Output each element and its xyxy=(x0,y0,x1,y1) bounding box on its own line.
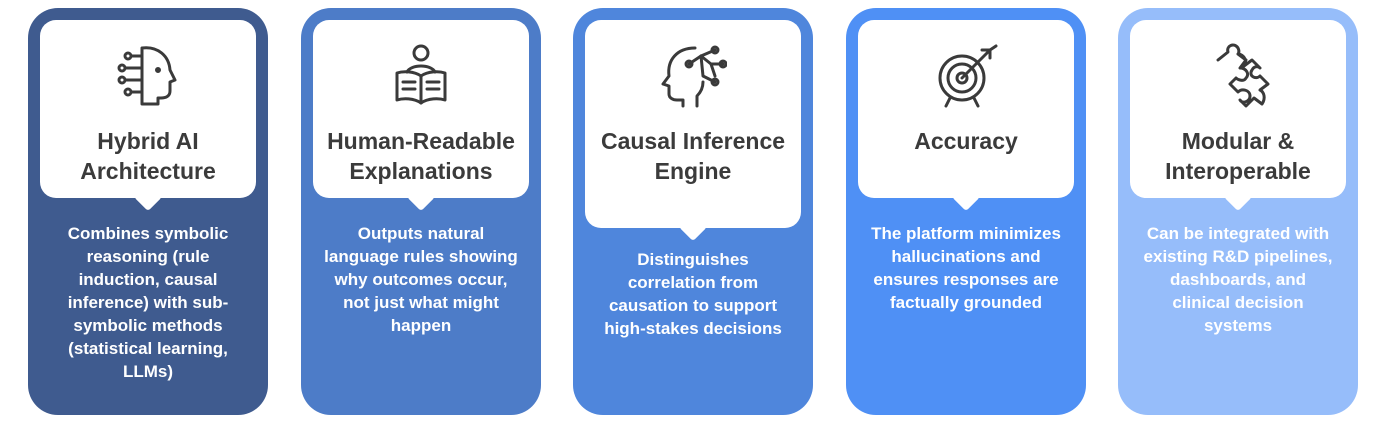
card-title: Human-Readable Explanations xyxy=(327,128,515,184)
card-description: Can be integrated with existing R&D pipe… xyxy=(1143,224,1333,335)
card-causal-inference: Causal Inference Engine Distinguishes co… xyxy=(573,8,813,415)
puzzle-piece-icon xyxy=(1216,43,1270,108)
card-modular: Modular & Interoperable Can be integrate… xyxy=(1118,8,1358,415)
card-header: Hybrid AI Architecture xyxy=(40,20,256,198)
card-title: Causal Inference Engine xyxy=(600,128,786,184)
ai-head-circuit-icon xyxy=(117,46,177,106)
card-description: Combines symbolic reasoning (rule induct… xyxy=(67,224,229,381)
card-header: Modular & Interoperable xyxy=(1130,20,1346,198)
card-description: Distinguishes correlation from causation… xyxy=(604,250,782,338)
card-header: Causal Inference Engine xyxy=(585,20,801,228)
card-hybrid-ai: Hybrid AI Architecture Combines symbolic… xyxy=(28,8,268,415)
card-title: Modular & Interoperable xyxy=(1165,128,1311,184)
card-human-readable: Human-Readable Explanations Outputs natu… xyxy=(301,8,541,415)
card-title: Hybrid AI Architecture xyxy=(80,128,216,184)
card-accuracy: Accuracy The platform minimizes hallucin… xyxy=(846,8,1086,415)
target-arrow-icon xyxy=(938,44,998,108)
card-header: Accuracy xyxy=(858,20,1074,198)
card-description: The platform minimizes hallucinations an… xyxy=(871,224,1061,312)
head-network-icon xyxy=(661,45,727,108)
card-description: Outputs natural language rules showing w… xyxy=(324,224,518,335)
card-title: Accuracy xyxy=(914,128,1018,154)
card-header: Human-Readable Explanations xyxy=(313,20,529,198)
person-reading-book-icon xyxy=(395,44,447,105)
